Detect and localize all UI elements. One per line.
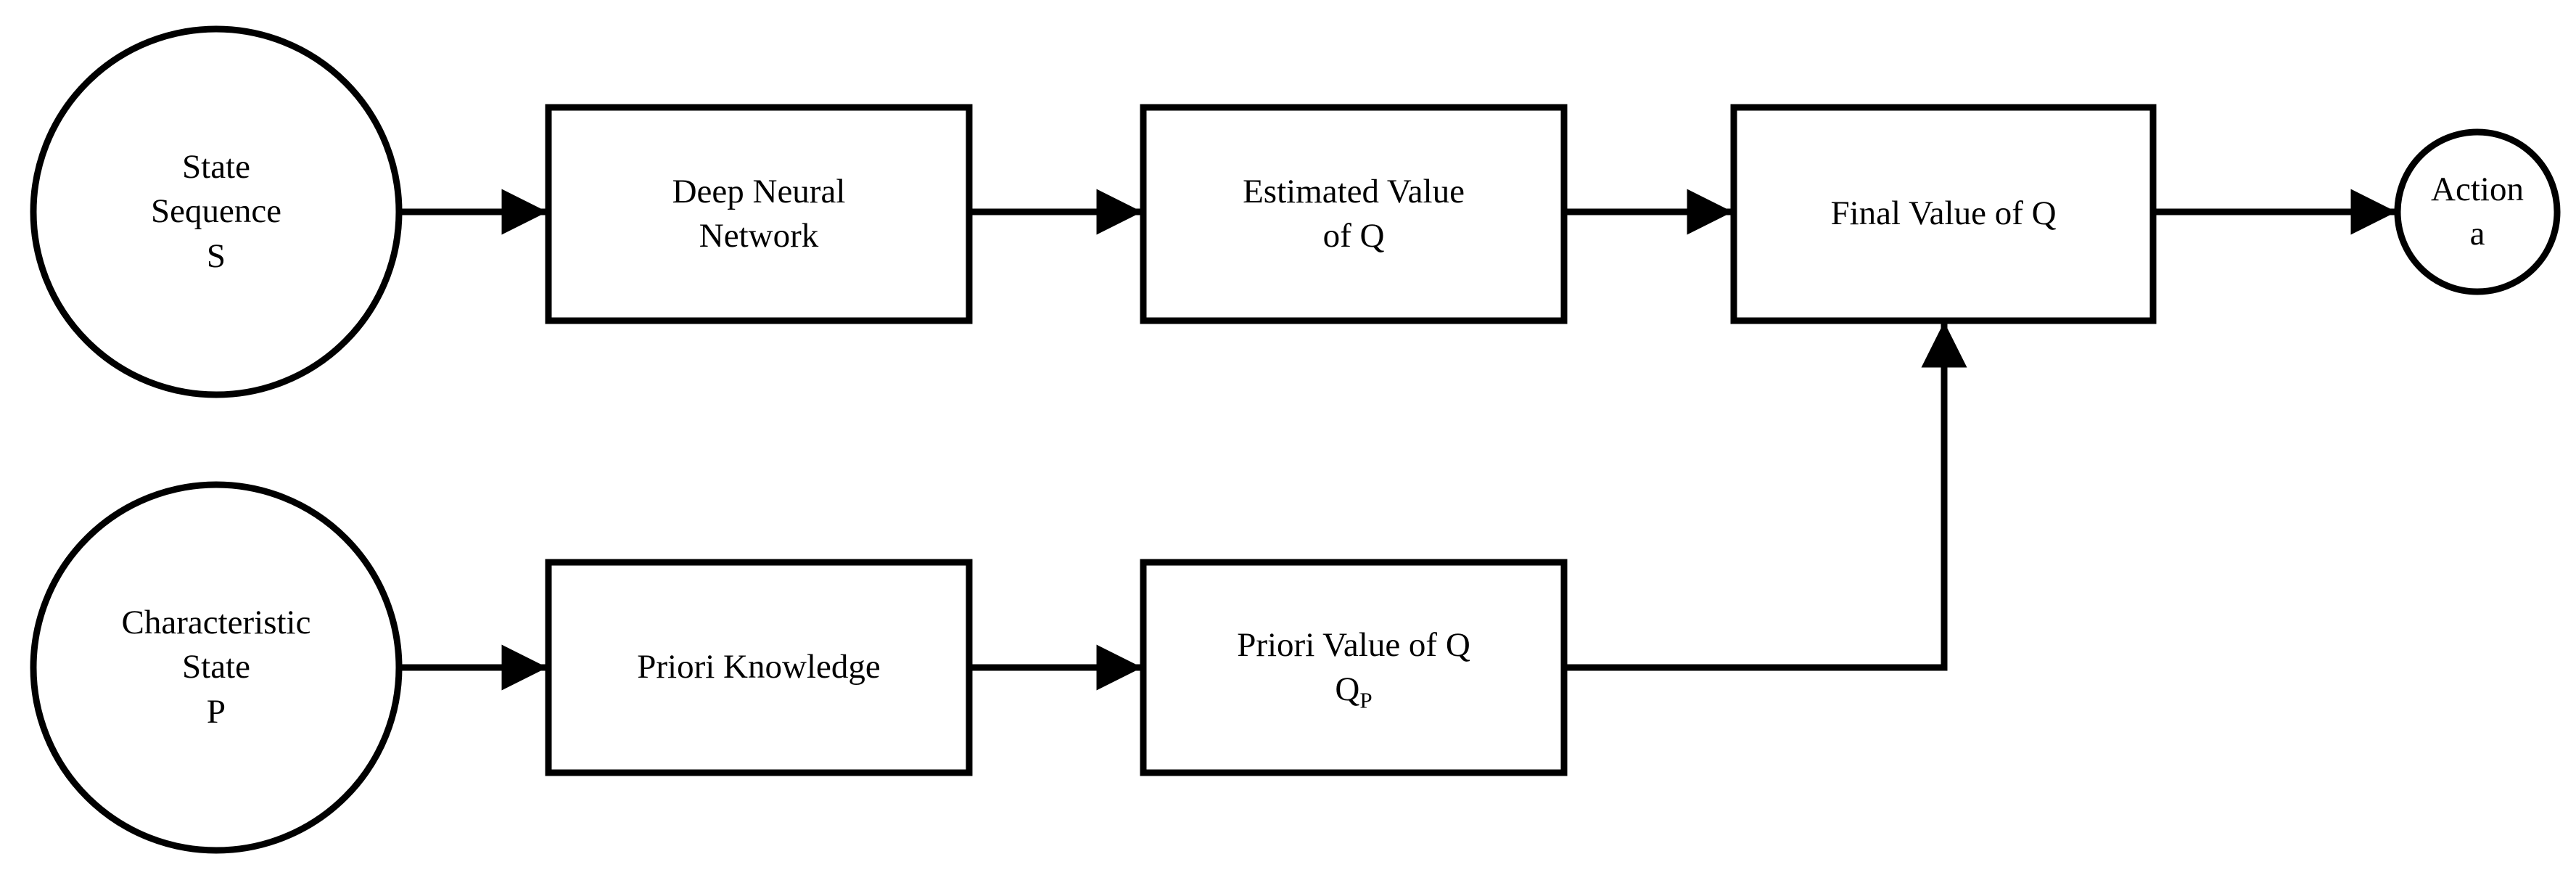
node-shape-action (2394, 128, 2561, 295)
node-shape-final-value-of-q (1730, 104, 2157, 324)
node-shape-priori-value-of-q (1140, 559, 1568, 776)
node-shape-state-sequence (30, 25, 403, 398)
edge-priori-value-to-final (1564, 321, 1967, 671)
node-shape-deep-neural-network (545, 104, 973, 324)
node-shape-characteristic-state (30, 481, 403, 854)
node-shape-estimated-value-of-q (1140, 104, 1568, 324)
node-shape-priori-knowledge (545, 559, 973, 776)
